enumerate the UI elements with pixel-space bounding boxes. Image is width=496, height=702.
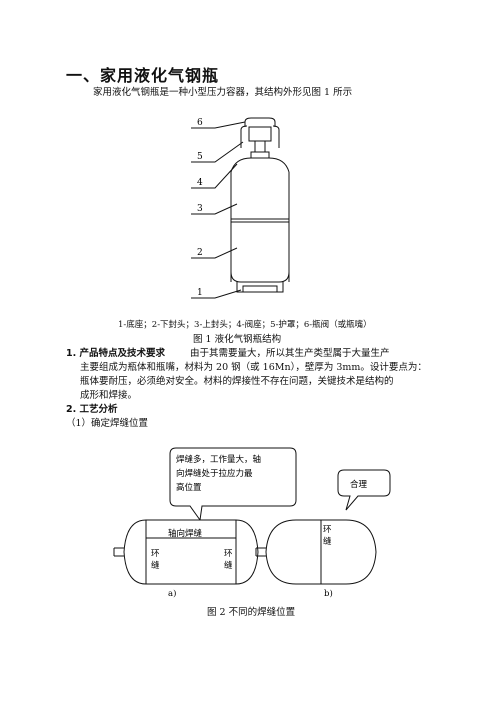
ring-left-1: 环 <box>151 549 160 559</box>
cylinder-figure: 6 5 4 3 2 1 <box>191 117 290 299</box>
intro-text: 家用液化气钢瓶是一种小型压力容器，其结构外形见图 1 所示 <box>93 87 353 98</box>
section1-line4: 成形和焊接。 <box>80 390 138 401</box>
ring-right-1: 环 <box>224 549 233 559</box>
ring-right-2: 缝 <box>224 560 233 571</box>
fig1-label-4: 4 <box>197 178 203 188</box>
fig2-label-a: a) <box>168 588 176 599</box>
section1-line2: 主要组成为瓶体和瓶嘴，材料为 20 钢（或 16Mn），壁厚为 3mm。设计要点… <box>80 362 427 373</box>
fig1-label-6: 6 <box>197 118 203 128</box>
section1-title: 1. 产品特点及技术要求 <box>66 348 166 359</box>
bubble-a-line3: 高位置 <box>176 482 202 493</box>
section1-line1: 由于其需要量大，所以其生产类型属于大量生产 <box>190 348 390 359</box>
weld-position-figure: 焊缝多，工作量大，轴 向焊缝处于拉应力最 高位置 合理 轴向焊缝 环 缝 环 缝… <box>113 447 391 599</box>
fig1-label-5: 5 <box>197 152 203 162</box>
fig1-legend: 1-底座；2-下封头；3-上封头；4-阀座；5-护罩；6-瓶阀（或瓶嘴） <box>118 320 372 330</box>
fig2-caption: 图 2 不同的焊缝位置 <box>207 607 296 618</box>
section2-sub: （1）确定焊缝位置 <box>66 418 149 429</box>
fig1-label-1: 1 <box>197 288 203 298</box>
fig1-caption: 图 1 液化气钢瓶结构 <box>193 334 282 345</box>
ring-left-2: 缝 <box>151 560 160 571</box>
bubble-b-text: 合理 <box>350 479 368 490</box>
ring-b-1: 环 <box>323 525 332 535</box>
fig1-label-3: 3 <box>197 204 203 214</box>
page-heading: 一、家用液化气钢瓶 <box>66 66 220 85</box>
bubble-a-line1: 焊缝多，工作量大，轴 <box>176 454 261 465</box>
axial-weld-label: 轴向焊缝 <box>168 528 203 539</box>
fig1-label-2: 2 <box>197 248 203 258</box>
fig2-label-b: b) <box>324 588 333 599</box>
section2-title: 2. 工艺分析 <box>66 404 118 415</box>
bubble-a-line2: 向焊缝处于拉应力最 <box>176 468 253 479</box>
section1-line3: 瓶体要耐压，必须绝对安全。材料的焊接性不存在问题，关键技术是结构的 <box>80 376 394 387</box>
ring-b-2: 缝 <box>323 536 332 547</box>
